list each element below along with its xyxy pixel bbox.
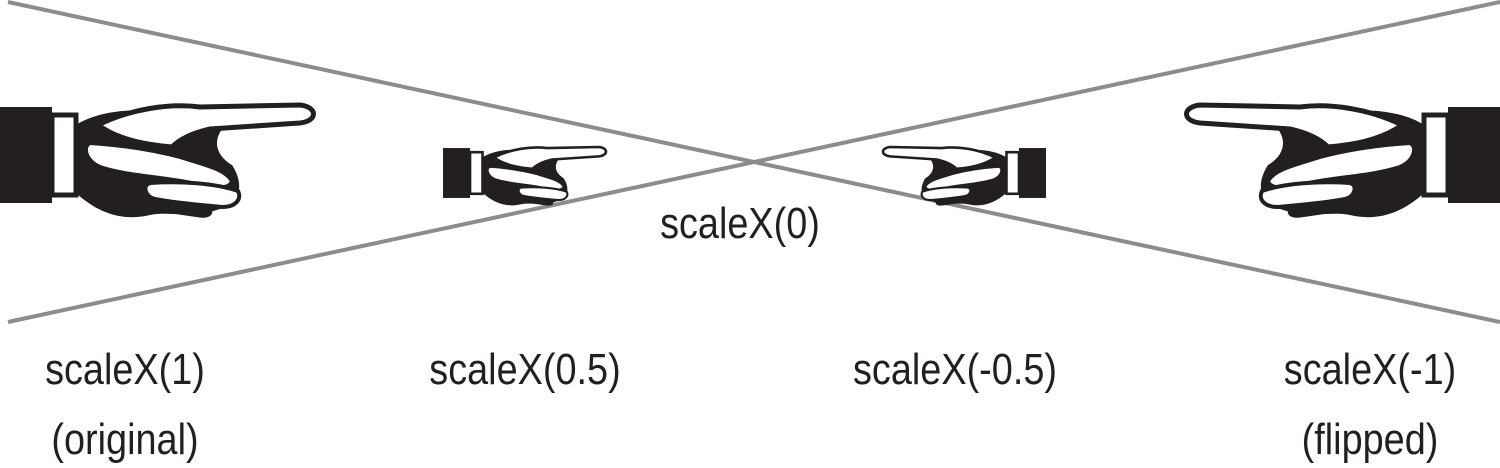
label-original-note: (original) [51, 415, 199, 464]
label-scalex-1: scaleX(1) [45, 345, 205, 394]
hand-scalex-neg1 [1187, 105, 1500, 218]
hand-scalex-0.5 [441, 145, 608, 207]
hand-scalex-1 [0, 105, 314, 218]
guide-line-ascending [7, 0, 1500, 324]
label-flipped-note: (flipped) [1301, 415, 1439, 464]
label-scalex-0: scaleX(0) [660, 199, 820, 248]
label-scalex-neg0.5: scaleX(-0.5) [853, 345, 1057, 394]
label-scalex-neg1: scaleX(-1) [1283, 345, 1457, 394]
label-scalex-0.5: scaleX(0.5) [429, 345, 621, 394]
